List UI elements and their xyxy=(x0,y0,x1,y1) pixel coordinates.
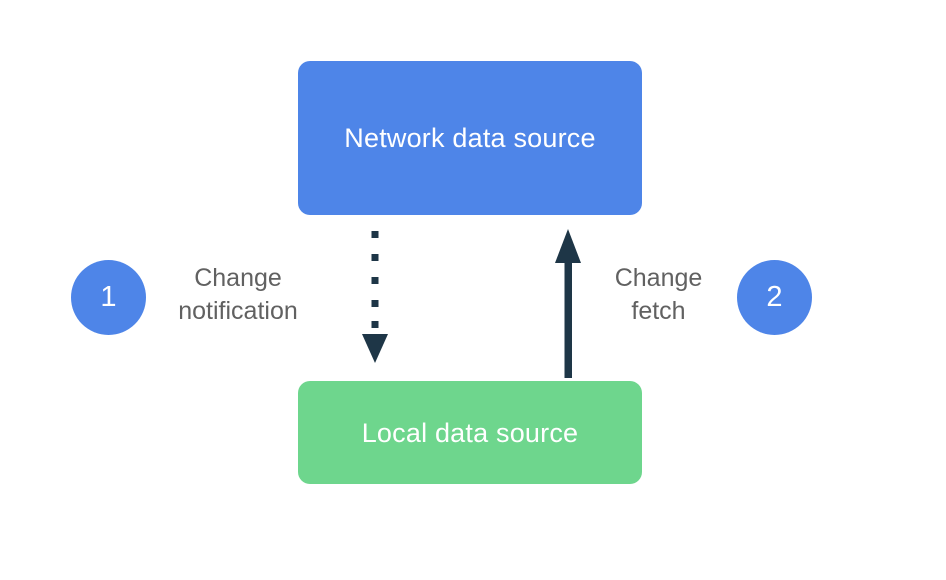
dotted-arrow-dot-4 xyxy=(371,300,379,307)
dotted-arrow-dot-2 xyxy=(371,254,379,261)
solid-arrow-shaft xyxy=(564,261,572,378)
solid-arrow-head-up xyxy=(555,229,581,263)
node-network-data-source-label: Network data source xyxy=(344,123,596,153)
dotted-arrow-dot-5 xyxy=(371,321,379,328)
step-badge-2[interactable]: 2 xyxy=(737,260,812,335)
dotted-arrow-dot-3 xyxy=(371,277,379,284)
dotted-arrow-head-down xyxy=(362,334,388,363)
node-local-data-source-label: Local data source xyxy=(361,417,579,448)
arrow-change-fetch-solid xyxy=(555,229,581,378)
edge-label-change-fetch: Change fetch xyxy=(614,264,703,325)
step-badge-1-label: 1 xyxy=(100,281,117,313)
edge-label-change-notification: Change notification xyxy=(178,264,298,325)
step-badge-1[interactable]: 1 xyxy=(71,260,146,335)
dotted-arrow-dot-1 xyxy=(371,231,379,238)
arrow-change-notification-dotted xyxy=(362,231,388,363)
node-network-data-source[interactable]: Network data source xyxy=(298,61,642,215)
node-local-data-source[interactable]: Local data source xyxy=(298,381,642,484)
step-badge-2-label: 2 xyxy=(766,281,783,313)
